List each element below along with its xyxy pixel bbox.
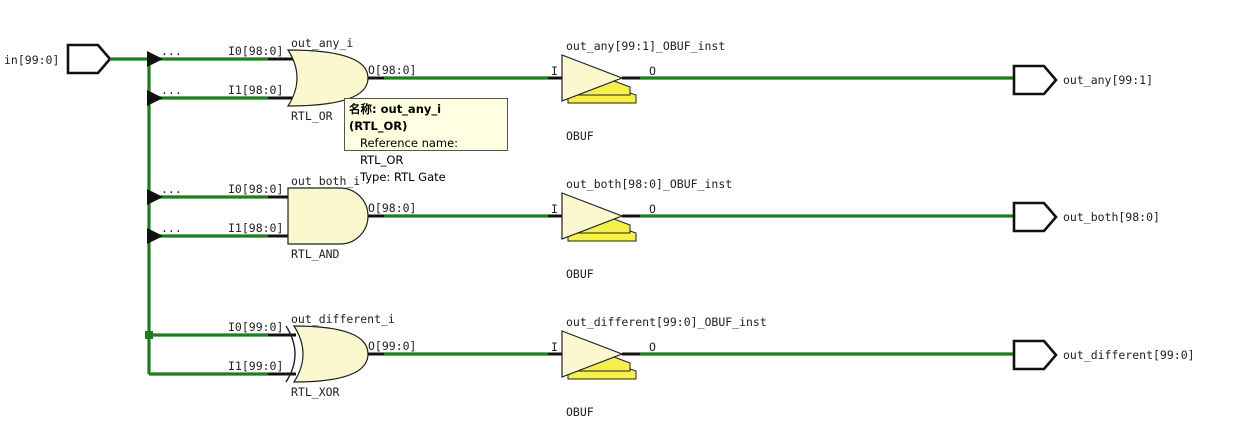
output-port-label: out_any[99:1]: [1063, 73, 1153, 87]
gate-instance-name: out_different_i: [291, 312, 395, 326]
output-port-label: out_different[99:0]: [1063, 348, 1195, 362]
buffer-pin-o: O: [649, 202, 656, 216]
tooltip-type: Type: RTL Gate: [360, 170, 446, 184]
bus-ripper-arrow[interactable]: [147, 228, 163, 244]
buffer-pin-i: I: [551, 340, 558, 354]
buffer-cell-type: OBUF: [566, 129, 594, 143]
buffer-instance-name: out_both[98:0]_OBUF_inst: [566, 177, 732, 191]
gate-pin-i1: I1[98:0]: [228, 83, 283, 97]
gate-pin-i1: I1[99:0]: [228, 359, 283, 373]
gate-pin-i0: I0[99:0]: [228, 320, 283, 334]
buffer-cell-type: OBUF: [566, 405, 594, 419]
gate-pin-o: O[99:0]: [368, 339, 416, 353]
ripper-label: ...: [161, 44, 182, 58]
gate-instance-name: out_any_i: [291, 36, 353, 50]
and-gate[interactable]: [268, 187, 384, 245]
ripper-label: ...: [161, 182, 182, 196]
output-port-label: out_both[98:0]: [1063, 210, 1160, 224]
output-port[interactable]: [1012, 64, 1058, 96]
xor-gate[interactable]: [268, 325, 384, 383]
output-port[interactable]: [1012, 339, 1058, 371]
gate-instance-name: out_both_i: [291, 174, 360, 188]
input-port[interactable]: [66, 43, 112, 75]
tooltip-title: 名称: out_any_i (RTL_OR): [349, 102, 442, 133]
buffer-pin-o: O: [649, 64, 656, 78]
output-port[interactable]: [1012, 201, 1058, 233]
bus-junction-dot: [145, 331, 153, 339]
buffer-instance-name: out_different[99:0]_OBUF_inst: [566, 315, 767, 329]
ripper-label: ...: [161, 83, 182, 97]
bus-ripper-arrow[interactable]: [147, 51, 163, 67]
buffer-cell-type: OBUF: [566, 267, 594, 281]
obuf-buffer[interactable]: [548, 330, 640, 380]
gate-pin-i1: I1[98:0]: [228, 221, 283, 235]
ripper-label: ...: [161, 221, 182, 235]
gate-cell-type: RTL_XOR: [291, 385, 340, 399]
gate-pin-i0: I0[98:0]: [228, 182, 283, 196]
gate-pin-o: O[98:0]: [368, 63, 416, 77]
buffer-pin-o: O: [649, 340, 656, 354]
obuf-buffer[interactable]: [548, 192, 640, 242]
buffer-pin-i: I: [551, 202, 558, 216]
bus-ripper-arrow[interactable]: [147, 90, 163, 106]
bus-ripper-arrow[interactable]: [147, 189, 163, 205]
input-port-label: in[99:0]: [4, 53, 59, 67]
gate-pin-o: O[98:0]: [368, 201, 416, 215]
or-gate[interactable]: [268, 49, 384, 107]
gate-pin-i0: I0[98:0]: [228, 44, 283, 58]
gate-cell-type: RTL_AND: [291, 247, 340, 261]
obuf-buffer[interactable]: [548, 54, 640, 104]
buffer-instance-name: out_any[99:1]_OBUF_inst: [566, 39, 725, 53]
gate-cell-type: RTL_OR: [291, 109, 333, 123]
hover-tooltip: 名称: out_any_i (RTL_OR) Reference name: R…: [344, 98, 508, 184]
buffer-pin-i: I: [551, 64, 558, 78]
tooltip-reference-name: Reference name: RTL_OR: [360, 136, 459, 167]
